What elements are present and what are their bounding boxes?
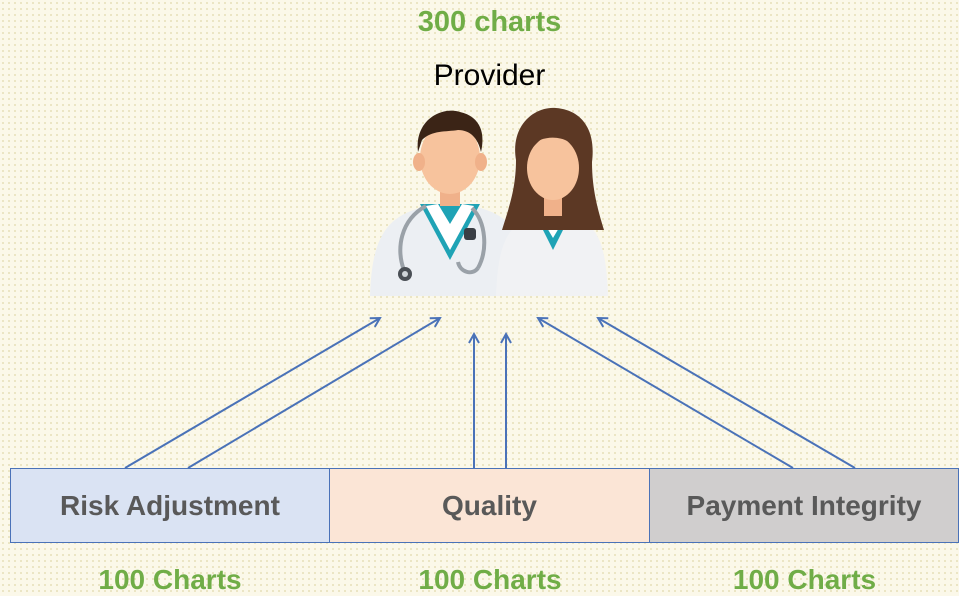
quality-count: 100 Charts <box>418 564 562 595</box>
payment-integrity-box: Payment Integrity <box>650 468 959 543</box>
arrow-risk-1 <box>124 318 380 469</box>
arrow-payment-2 <box>598 318 856 469</box>
arrow-payment-1 <box>538 318 794 469</box>
payment-integrity-label: Payment Integrity <box>686 489 922 521</box>
total-charts-label: 300 charts <box>417 6 562 38</box>
risk-adjustment-box: Risk Adjustment <box>10 468 330 543</box>
risk-adjustment-count: 100 Charts <box>98 564 242 595</box>
doctors-icon <box>370 107 608 296</box>
payment-integrity-count: 100 Charts <box>732 564 877 595</box>
provider-title: Provider <box>433 59 546 92</box>
quality-label: Quality <box>442 489 537 521</box>
quality-box: Quality <box>330 468 650 543</box>
category-bar: Risk Adjustment Quality Payment Integrit… <box>10 468 959 545</box>
female-doctor-coat <box>496 214 608 296</box>
risk-adjustment-label: Risk Adjustment <box>60 489 280 521</box>
arrow-risk-2 <box>187 318 440 469</box>
